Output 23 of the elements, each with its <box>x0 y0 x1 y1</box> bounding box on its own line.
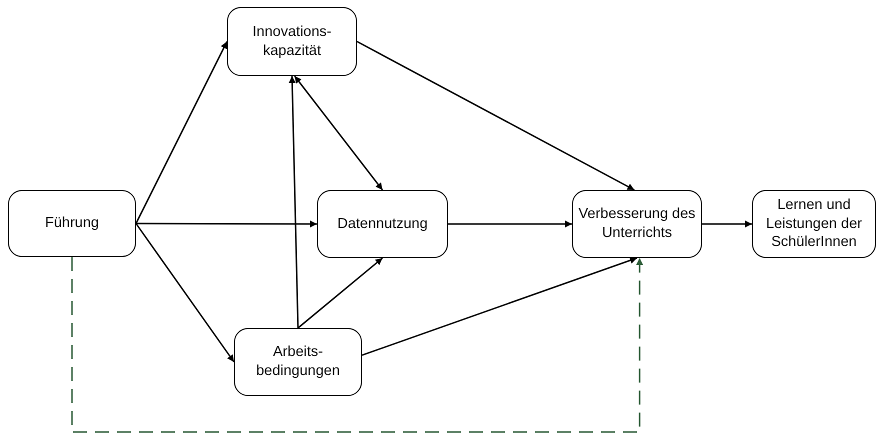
process-box <box>572 190 702 258</box>
dashed-arrow <box>71 257 644 433</box>
box-label: Führung <box>44 214 99 233</box>
arrow <box>288 76 299 328</box>
arrow <box>135 223 235 362</box>
box-label: Innovations- kapazität <box>252 22 332 60</box>
arrow <box>356 40 635 191</box>
process-box <box>8 190 136 257</box>
arrow <box>448 220 572 228</box>
arrow <box>135 41 228 224</box>
arrow <box>294 76 384 190</box>
box-label: Lernen und Leistungen der SchülerInnen <box>765 196 863 252</box>
process-box <box>317 190 448 258</box>
box-label: Datennutzung <box>337 214 428 234</box>
box-label: Arbeits- bedingungen <box>255 343 341 381</box>
arrow <box>298 257 383 329</box>
arrow <box>136 220 317 228</box>
box-label: Verbesserung des Unterrichts <box>578 205 696 243</box>
arrow <box>702 220 752 228</box>
process-box <box>227 7 357 76</box>
process-box <box>234 328 362 396</box>
process-box <box>752 190 876 258</box>
arrow <box>362 257 638 356</box>
